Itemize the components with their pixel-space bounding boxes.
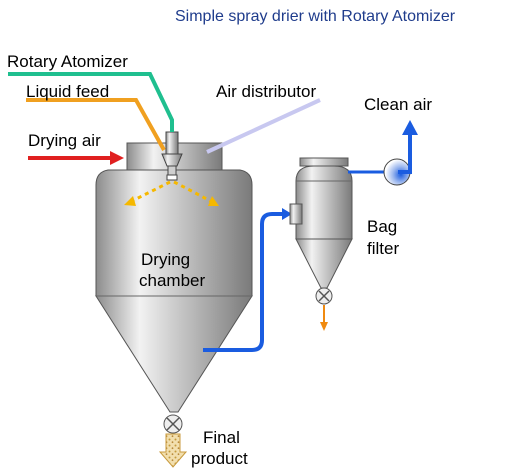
diagram-title: Simple spray drier with Rotary Atomizer	[175, 8, 456, 25]
label-air-distributor: Air distributor	[216, 82, 316, 101]
label-liquid-feed: Liquid feed	[26, 82, 109, 101]
discharge-valve	[163, 414, 183, 434]
exhaust-duct	[203, 212, 283, 352]
drying-air-arrow	[28, 151, 124, 165]
label-drying-air: Drying air	[28, 131, 101, 150]
label-rotary-atomizer: Rotary Atomizer	[7, 52, 128, 71]
label-final-product-line1: Final	[203, 428, 240, 447]
clean-air-arrow	[398, 120, 418, 174]
rotary-atomizer-line	[8, 72, 174, 132]
label-bag-filter-line1: Bag	[367, 217, 397, 236]
label-bag-filter-line2: filter	[367, 239, 399, 258]
label-clean-air: Clean air	[364, 95, 432, 114]
drying-chamber-cone	[95, 295, 253, 413]
final-product-arrow	[158, 433, 188, 468]
liquid-feed-line	[26, 98, 166, 151]
label-drying-chamber-line1: Drying	[141, 250, 190, 269]
bag-filter	[289, 157, 353, 305]
filter-outlet-arrow	[320, 305, 328, 331]
air-distributor-line	[206, 98, 321, 154]
label-drying-chamber-line2: chamber	[139, 271, 205, 290]
label-final-product-line2: product	[191, 449, 248, 468]
rotary-atomizer	[161, 131, 183, 181]
spray-pattern	[124, 180, 219, 206]
